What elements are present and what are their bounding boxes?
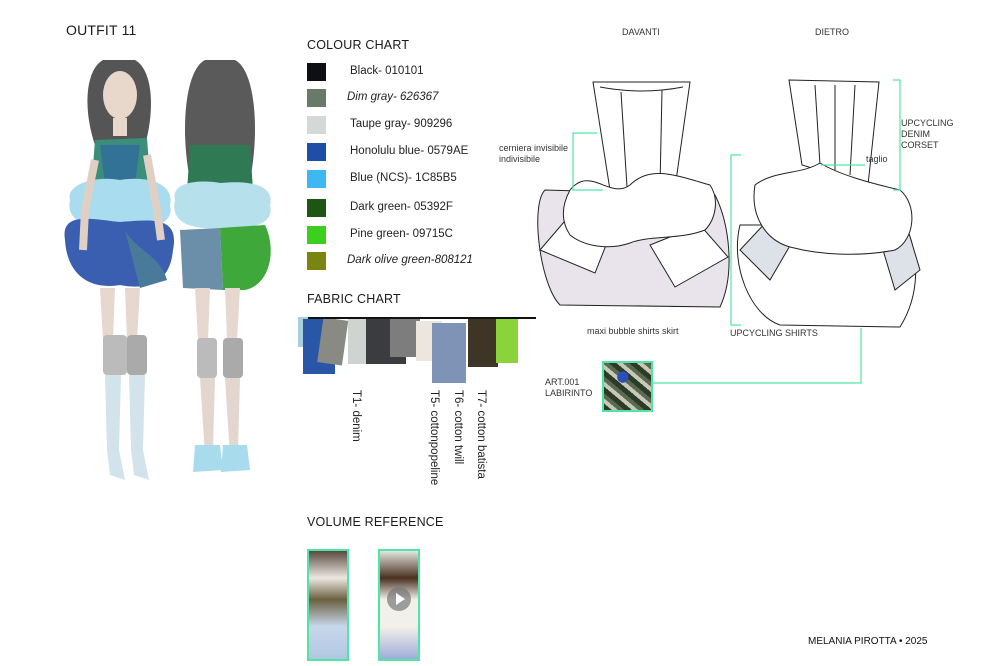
technical-flats xyxy=(537,79,921,384)
colour-label: Blue (NCS)- 1C85B5 xyxy=(350,172,457,184)
colour-swatch xyxy=(307,252,326,270)
fabric-label-t5: T5- cottonpopeline xyxy=(428,390,440,486)
art-labirinto-image xyxy=(602,361,653,412)
skirt-note: maxi bubble shirts skirt xyxy=(587,326,679,336)
colour-swatch xyxy=(307,170,326,188)
art-note-line-1: ART.001 xyxy=(545,377,580,387)
fabric-swatch xyxy=(496,319,518,363)
colour-label: Dim gray- 626367 xyxy=(347,91,439,103)
colour-swatch xyxy=(307,89,326,107)
fashion-illustration xyxy=(64,60,271,480)
art-note-line-2: LABIRINTO xyxy=(545,388,593,398)
colour-label: Pine green- 09715C xyxy=(350,228,453,240)
volume-reference-heading: VOLUME REFERENCE xyxy=(307,515,444,529)
footer-credit: MELANIA PIROTTA • 2025 xyxy=(808,636,928,647)
front-flat xyxy=(537,81,730,308)
fabric-swatch xyxy=(468,319,498,367)
play-icon[interactable] xyxy=(387,587,411,611)
colour-label: Black- 010101 xyxy=(350,65,424,77)
fabric-swatch xyxy=(317,317,349,366)
colour-swatch xyxy=(307,116,326,134)
colour-swatch xyxy=(307,63,326,81)
fabric-label-t1: T1- denim xyxy=(350,390,362,442)
colour-label: Dark olive green-808121 xyxy=(347,254,473,266)
back-flat xyxy=(736,79,921,328)
fabric-label-t7: T7- cotton batista xyxy=(475,390,487,479)
corset-note-line-1: UPCYCLING xyxy=(901,118,954,128)
art-note: ART.001 LABIRINTO xyxy=(545,377,592,399)
fabric-swatches-rack xyxy=(298,317,536,383)
outfit-title: OUTFIT 11 xyxy=(66,22,137,38)
zip-note-line-1: cerniera invisibile xyxy=(499,143,569,153)
colour-label: Honolulu blue- 0579AE xyxy=(350,145,469,157)
colour-label: Taupe gray- 909296 xyxy=(350,118,453,130)
back-view-label: DIETRO xyxy=(815,27,850,37)
shirts-note: UPCYCLING SHIRTS xyxy=(730,328,818,338)
corset-note-line-3: CORSET xyxy=(901,140,939,150)
front-view-label: DAVANTI xyxy=(622,27,660,37)
fabric-swatch xyxy=(390,319,420,357)
colour-swatch xyxy=(307,143,326,161)
figure-back xyxy=(174,60,271,472)
figure-front xyxy=(64,60,175,480)
fabric-label-t6: T6- cotton twill xyxy=(452,390,464,465)
annotation-lines xyxy=(572,79,901,384)
cut-note: taglio xyxy=(866,154,888,164)
fabric-swatch xyxy=(348,319,370,364)
colour-chart-heading: COLOUR CHART xyxy=(307,38,410,52)
volume-reference-video-2[interactable] xyxy=(378,549,420,661)
colour-label: Dark green- 05392F xyxy=(350,201,453,213)
fabric-swatch xyxy=(432,323,466,383)
volume-reference-image-1[interactable] xyxy=(307,549,349,661)
zip-note-line-2: indivisibile xyxy=(499,154,541,164)
corset-note: UPCYCLING DENIM CORSET xyxy=(901,118,954,151)
zip-note: cerniera invisibile indivisibile xyxy=(499,143,568,165)
colour-swatch xyxy=(307,226,326,244)
fabric-chart-heading: FABRIC CHART xyxy=(307,292,401,306)
corset-note-line-2: DENIM xyxy=(901,129,930,139)
colour-swatch xyxy=(307,199,326,217)
